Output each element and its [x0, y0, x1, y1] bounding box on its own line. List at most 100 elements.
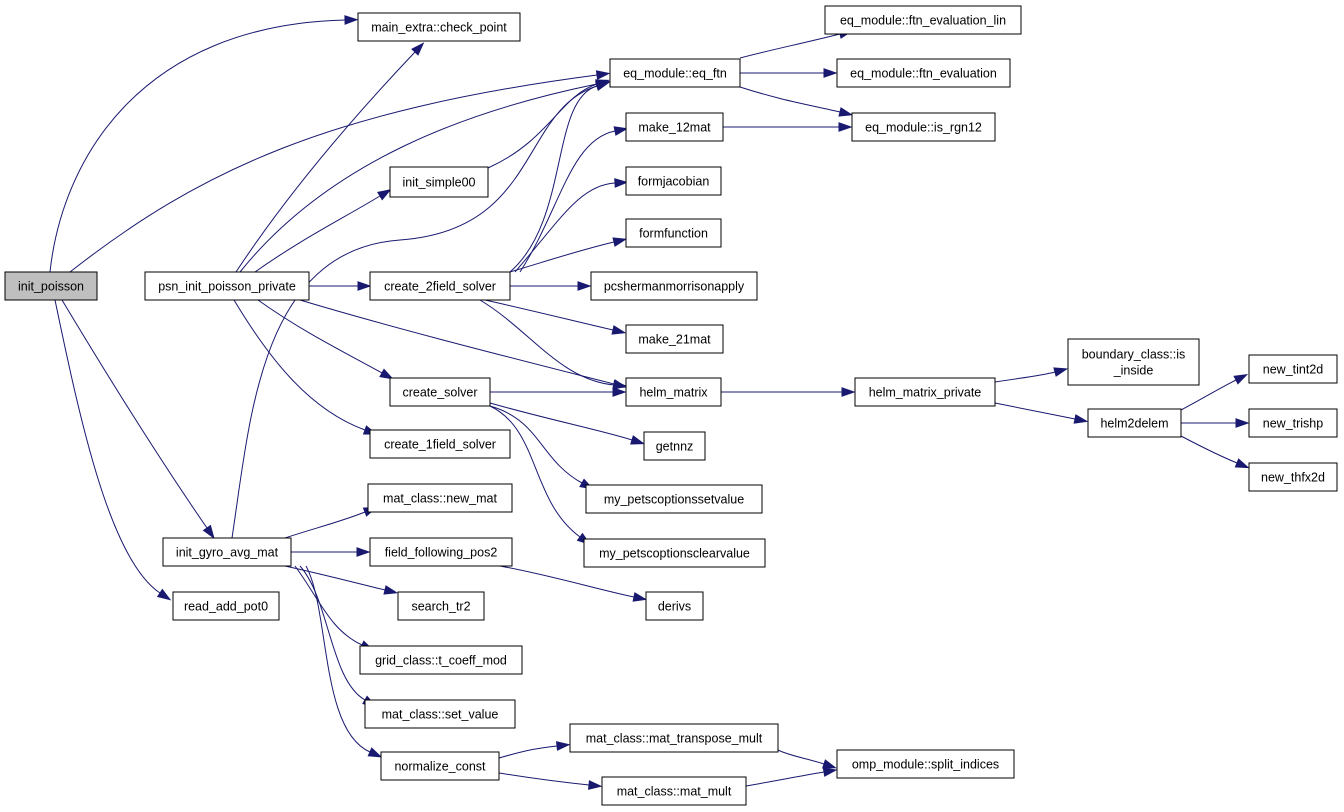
node-eq-module-is-rgn12[interactable]: eq_module::is_rgn12	[851, 112, 996, 142]
node-mat-class-new-mat[interactable]: mat_class::new_mat	[367, 483, 513, 513]
edge-helm2delem-to-new_tint2d	[1180, 373, 1249, 411]
node-label: make_21mat	[638, 333, 711, 347]
node-eq-module-ftn-evaluation[interactable]: eq_module::ftn_evaluation	[836, 58, 1011, 88]
node-label: init_gyro_avg_mat	[176, 546, 279, 560]
arrowhead	[841, 387, 856, 397]
node-init-gyro-avg-mat[interactable]: init_gyro_avg_mat	[162, 537, 292, 567]
node-mat-class-mat-mult[interactable]: mat_class::mat_mult	[601, 776, 747, 806]
edge-create_2field_solver-to-helm_matrix	[479, 299, 628, 390]
node-create-2field-solver[interactable]: create_2field_solver	[369, 271, 511, 301]
node-make-21mat[interactable]: make_21mat	[625, 324, 724, 354]
node-mat-class-set-value[interactable]: mat_class::set_value	[364, 699, 516, 729]
node-pcshermanmorrisonapply[interactable]: pcshermanmorrisonapply	[590, 271, 758, 301]
node-mat-class-mat-transpose-mult[interactable]: mat_class::mat_transpose_mult	[569, 723, 779, 753]
edge-create_solver-to-helm_matrix	[490, 387, 627, 397]
edge-helm2delem-to-new_trishp	[1181, 418, 1250, 428]
arrowhead	[595, 70, 611, 80]
arrowhead	[595, 81, 610, 91]
edge-create_2field_solver-to-make_12mat	[519, 126, 629, 273]
arrowhead	[1053, 367, 1069, 377]
arrowhead	[612, 237, 628, 247]
node-new-tint2d[interactable]: new_tint2d	[1248, 354, 1338, 384]
arrowhead	[823, 68, 838, 78]
edge-normalize_const-to-mat_class_mat_transpose_mult	[498, 741, 571, 759]
node-new-thfx2d[interactable]: new_thfx2d	[1248, 462, 1338, 492]
arrowhead	[822, 767, 838, 777]
edge-create_2field_solver-to-formjacobian	[514, 178, 629, 273]
node-label: helm2delem	[1100, 417, 1168, 431]
node-new-trishp[interactable]: new_trishp	[1248, 408, 1338, 438]
edge-normalize_const-to-mat_class_mat_mult	[498, 772, 603, 790]
edge-create_2field_solver-to-formfunction	[509, 237, 628, 273]
node-eq-module-eq-ftn[interactable]: eq_module::eq_ftn	[609, 58, 741, 88]
node-label: main_extra::check_point	[371, 21, 507, 35]
arrowhead	[632, 592, 648, 602]
arrowhead	[1233, 373, 1249, 385]
node-create-solver[interactable]: create_solver	[389, 377, 491, 407]
node-label: create_solver	[402, 386, 477, 400]
node-my-petscoptionsclearvalue[interactable]: my_petscoptionsclearvalue	[583, 538, 766, 568]
arrowhead	[821, 759, 837, 769]
node-helm2delem[interactable]: helm2delem	[1087, 408, 1182, 438]
edge-field_following_pos2-to-derivs	[499, 565, 648, 602]
node-read-add-pot0[interactable]: read_add_pot0	[172, 591, 280, 621]
edge-psn_init_poisson_private-to-create_1field_solver	[233, 299, 378, 435]
edge-init_gyro_avg_mat-to-grid_class_t_coeff_mod	[294, 565, 375, 651]
arrowhead	[156, 588, 172, 601]
node-grid-class-t-coeff-mod[interactable]: grid_class::t_coeff_mod	[359, 645, 523, 675]
node-eq-module-ftn-evaluation-lin[interactable]: eq_module::ftn_evaluation_lin	[824, 5, 1022, 35]
node-formfunction[interactable]: formfunction	[625, 218, 722, 248]
node-label: helm_matrix_private	[869, 386, 982, 400]
node-make-12mat[interactable]: make_12mat	[625, 112, 724, 142]
edge-init_gyro_avg_mat-to-mat_class_new_mat	[284, 506, 378, 539]
node-label: formjacobian	[638, 175, 710, 189]
arrowhead	[613, 126, 629, 136]
node-field-following-pos2[interactable]: field_following_pos2	[369, 537, 513, 567]
arrowhead	[377, 189, 392, 201]
node-search-tr2[interactable]: search_tr2	[397, 591, 485, 621]
node-init-poisson[interactable]: init_poisson	[4, 271, 98, 301]
arrowhead	[344, 15, 359, 25]
node-getnnz[interactable]: getnnz	[643, 431, 706, 461]
edge-init_poisson-to-init_gyro_avg_mat	[61, 299, 215, 540]
node-label: read_add_pot0	[184, 600, 268, 614]
node-label: create_2field_solver	[384, 280, 496, 294]
node-create-1field-solver[interactable]: create_1field_solver	[369, 429, 511, 459]
node-label: formfunction	[639, 227, 708, 241]
node-label: boundary_class::is	[1082, 348, 1186, 362]
arrowhead	[1234, 458, 1250, 469]
node-label: eq_module::eq_ftn	[623, 67, 727, 81]
arrowhead	[614, 178, 629, 188]
node-label: create_1field_solver	[384, 438, 496, 452]
node-main-extra-check-point[interactable]: main_extra::check_point	[357, 12, 521, 42]
edge-create_solver-to-getnnz	[489, 402, 645, 445]
arrowhead	[356, 547, 371, 557]
arrowhead	[577, 281, 592, 291]
edge-eq_module_eq_ftn-to-eq_module_is_rgn12	[739, 86, 854, 117]
arrowhead	[838, 107, 854, 117]
node-formjacobian[interactable]: formjacobian	[625, 166, 722, 196]
node-omp-module-split-indices[interactable]: omp_module::split_indices	[836, 749, 1015, 779]
arrowhead	[383, 585, 399, 595]
node-label: pcshermanmorrisonapply	[604, 280, 745, 294]
node-normalize-const[interactable]: normalize_const	[380, 751, 500, 781]
node-boundary-class-is-inside[interactable]: boundary_class::is_inside	[1067, 338, 1200, 386]
node-psn-init-poisson-private[interactable]: psn_init_poisson_private	[144, 271, 310, 301]
edge-create_solver-to-my_petscoptionsclearvalue	[489, 405, 591, 546]
node-helm-matrix[interactable]: helm_matrix	[625, 377, 722, 407]
edge-init_gyro_avg_mat-to-search_tr2	[284, 565, 399, 595]
edge-init_poisson-to-read_add_pot0	[54, 299, 172, 601]
node-init-simple00[interactable]: init_simple00	[389, 166, 489, 198]
node-label: init_poisson	[18, 280, 84, 294]
node-my-petscoptionssetvalue[interactable]: my_petscoptionssetvalue	[585, 484, 763, 514]
edge-init_gyro_avg_mat-to-field_following_pos2	[291, 547, 371, 557]
node-derivs[interactable]: derivs	[645, 591, 704, 621]
arrowhead	[367, 747, 383, 758]
edge-create_2field_solver-to-make_21mat	[484, 299, 627, 335]
node-label: my_petscoptionssetvalue	[604, 493, 744, 507]
node-label: helm_matrix	[639, 386, 708, 400]
edge-psn_init_poisson_private-to-helm_matrix	[299, 299, 628, 389]
node-helm-matrix-private[interactable]: helm_matrix_private	[854, 377, 996, 407]
